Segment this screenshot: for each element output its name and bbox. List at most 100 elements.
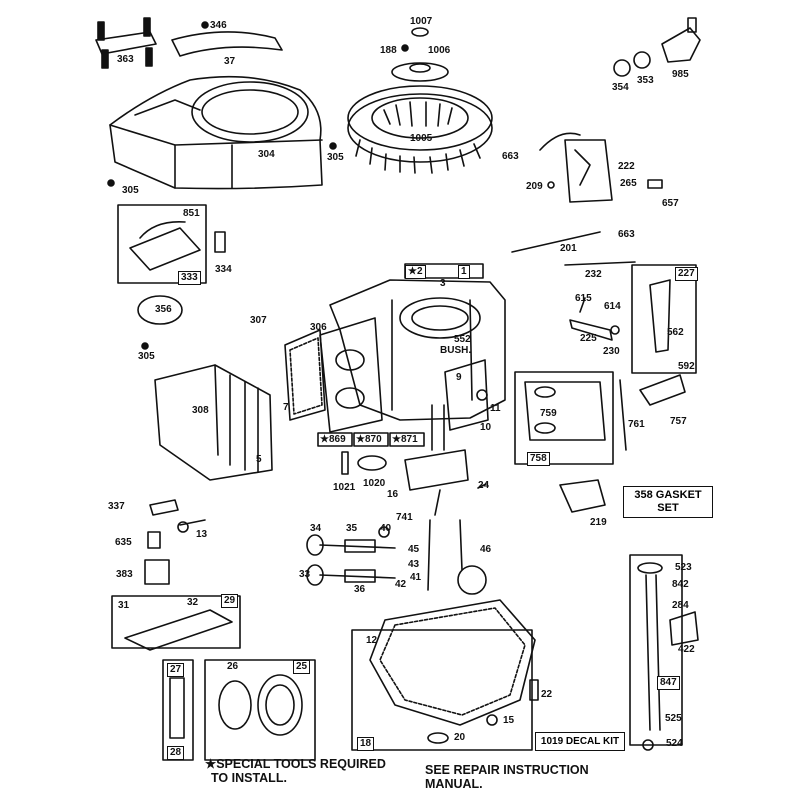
label-758: 758 xyxy=(527,452,550,466)
label-230: 230 xyxy=(603,346,620,357)
special-tools-line2: TO INSTALL. xyxy=(211,771,287,785)
label-525: 525 xyxy=(665,713,682,724)
label-307: 307 xyxy=(250,315,267,326)
label-306: 306 xyxy=(310,322,327,333)
label-354: 354 xyxy=(612,82,629,93)
label-346: 346 xyxy=(210,20,227,31)
label-25: 25 xyxy=(293,660,311,674)
label-36: 36 xyxy=(354,584,366,595)
label-45: 45 xyxy=(408,544,420,555)
nut-1007 xyxy=(411,27,429,37)
label-305-a: 305 xyxy=(327,152,344,163)
kit-box-870 xyxy=(353,432,389,447)
part-219 xyxy=(559,479,606,513)
label-10: 10 xyxy=(480,422,492,433)
bracket-363 xyxy=(95,17,157,69)
pin-1021 xyxy=(341,451,349,475)
arm-757 xyxy=(639,374,686,406)
label-869: ★869 xyxy=(320,434,346,445)
label-13: 13 xyxy=(196,529,208,540)
gasket-set-box: 358 GASKET SET xyxy=(623,486,713,518)
label-523: 523 xyxy=(675,562,692,573)
label-842: 842 xyxy=(672,579,689,590)
wire-356 xyxy=(137,295,183,325)
label-225: 225 xyxy=(580,333,597,344)
kit-box-18 xyxy=(351,629,533,751)
kit-box-29 xyxy=(111,595,241,649)
flywheel-1005 xyxy=(347,85,493,174)
label-757: 757 xyxy=(670,416,687,427)
label-265: 265 xyxy=(620,178,637,189)
repair-manual-line1: SEE REPAIR INSTRUCTION xyxy=(425,763,589,777)
kit-box-847 xyxy=(629,554,683,746)
label-657: 657 xyxy=(662,198,679,209)
label-1020: 1020 xyxy=(363,478,386,489)
baffle-37 xyxy=(171,31,283,57)
label-46: 46 xyxy=(480,544,492,555)
label-334: 334 xyxy=(215,264,232,275)
label-33: 33 xyxy=(299,569,311,580)
label-27: 27 xyxy=(167,663,185,677)
label-32: 32 xyxy=(187,597,199,608)
kit-box-869 xyxy=(317,432,353,447)
label-209: 209 xyxy=(526,181,543,192)
label-16: 16 xyxy=(387,489,399,500)
label-42: 42 xyxy=(395,579,407,590)
label-15: 15 xyxy=(503,715,515,726)
label-847: 847 xyxy=(657,676,680,690)
label-201: 201 xyxy=(560,243,577,254)
label-1007: 1007 xyxy=(410,16,433,27)
label-34: 34 xyxy=(310,523,322,534)
label-1021: 1021 xyxy=(333,482,356,493)
repair-manual-note: SEE REPAIR INSTRUCTION MANUAL. xyxy=(425,763,589,791)
label-11: 11 xyxy=(490,403,501,414)
label-28: 28 xyxy=(167,746,185,760)
governor-parts xyxy=(569,297,620,341)
label-422: 422 xyxy=(678,644,695,655)
breather-9 xyxy=(444,359,489,431)
label-43: 43 xyxy=(408,559,420,570)
engine-block-1 xyxy=(329,263,506,421)
cylinder-head-306 xyxy=(284,317,383,433)
label-308: 308 xyxy=(192,405,209,416)
gasket-set-line2: SET xyxy=(657,502,679,514)
label-2: ★2 xyxy=(405,265,426,279)
label-20: 20 xyxy=(454,732,466,743)
label-26: 26 xyxy=(227,661,239,672)
label-22: 22 xyxy=(541,689,553,700)
label-635: 635 xyxy=(115,537,132,548)
label-592: 592 xyxy=(678,361,695,372)
valve-train xyxy=(306,519,487,595)
label-383: 383 xyxy=(116,569,133,580)
label-12: 12 xyxy=(366,635,378,646)
label-232: 232 xyxy=(585,269,602,280)
label-615: 615 xyxy=(575,293,592,304)
crankshaft-16 xyxy=(404,404,469,516)
label-985: 985 xyxy=(672,69,689,80)
part-337 xyxy=(149,499,179,516)
label-1005: 1005 xyxy=(410,133,433,144)
label-356: 356 xyxy=(155,304,172,315)
label-24: 24 xyxy=(478,480,490,491)
label-219: 219 xyxy=(590,517,607,528)
part-383 xyxy=(144,559,170,585)
gasket-set-line1: 358 GASKET xyxy=(634,489,702,501)
label-31: 31 xyxy=(118,600,130,611)
label-7: 7 xyxy=(283,402,289,413)
label-759: 759 xyxy=(540,408,557,419)
label-188: 188 xyxy=(380,45,397,56)
label-bush: BUSH. xyxy=(440,345,472,356)
head-308 xyxy=(154,364,273,481)
label-304: 304 xyxy=(258,149,275,160)
part-635 xyxy=(147,531,161,549)
label-552: 552 xyxy=(454,334,471,345)
label-1: 1 xyxy=(458,265,470,279)
label-851: 851 xyxy=(183,208,200,219)
label-363: 363 xyxy=(117,54,134,65)
special-tools-line1: ★SPECIAL TOOLS REQUIRED xyxy=(205,757,386,771)
label-284: 284 xyxy=(672,600,689,611)
label-18: 18 xyxy=(357,737,375,751)
kit-box-27-28 xyxy=(162,659,194,761)
